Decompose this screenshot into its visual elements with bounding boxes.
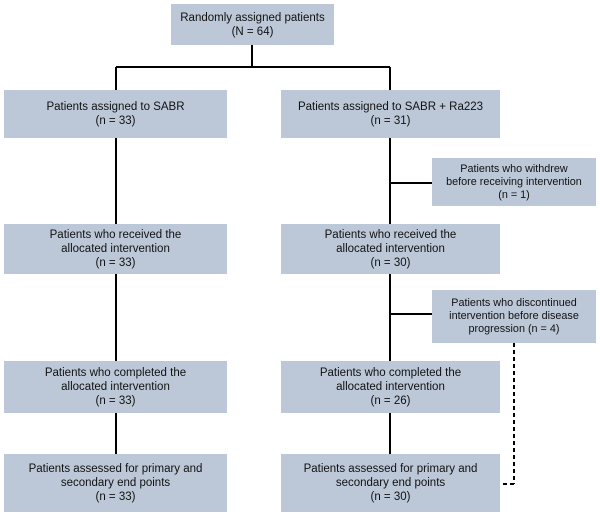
sabr-ra223-completed-label-1: Patients who completed the <box>319 367 462 379</box>
sabr-ra223-assigned-label: Patients assigned to SABR + Ra223 <box>297 101 484 113</box>
randomized-label: Randomly assigned patients <box>180 11 325 24</box>
withdrew-label-2: before receiving intervention <box>446 175 582 188</box>
sabr-ra223-assessed-box: Patients assessed for primary and second… <box>281 454 500 512</box>
sabr-completed-label-2: allocated intervention <box>61 381 170 393</box>
sabr-assessed-label-2: secondary end points <box>60 477 171 489</box>
discontinued-label-1: Patients who discontinued <box>451 297 577 309</box>
randomized-count: (N = 64) <box>231 25 274 38</box>
sabr-received-label-2: allocated intervention <box>61 243 170 255</box>
sabr-ra223-received-label-2: allocated intervention <box>336 243 445 255</box>
sabr-ra223-assigned-count: (n = 31) <box>370 115 411 127</box>
sabr-ra223-received-label-1: Patients who received the <box>324 229 457 241</box>
sabr-ra223-received-count: (n = 30) <box>370 257 411 269</box>
randomized-box: Randomly assigned patients (N = 64) <box>171 4 334 45</box>
discontinued-box: Patients who discontinued intervention b… <box>432 290 596 343</box>
discontinued-label-3: progression (n = 4) <box>468 323 560 335</box>
sabr-ra223-assessed-label-2: secondary end points <box>335 477 446 489</box>
sabr-completed-box: Patients who completed the allocated int… <box>4 361 227 413</box>
sabr-completed-label-1: Patients who completed the <box>44 367 187 379</box>
withdrew-label-1: Patients who withdrew <box>460 162 568 175</box>
sabr-assessed-box: Patients assessed for primary and second… <box>4 454 227 512</box>
withdrew-count: (n = 1) <box>498 188 530 201</box>
withdrew-box: Patients who withdrew before receiving i… <box>432 158 596 206</box>
sabr-assigned-box: Patients assigned to SABR (n = 33) <box>4 90 227 138</box>
sabr-ra223-assigned-box: Patients assigned to SABR + Ra223 (n = 3… <box>281 90 500 138</box>
sabr-received-count: (n = 33) <box>95 257 136 269</box>
sabr-completed-count: (n = 33) <box>95 395 136 407</box>
discontinued-label-2: intervention before disease <box>449 310 579 322</box>
sabr-ra223-assessed-label-1: Patients assessed for primary and <box>303 463 478 475</box>
sabr-ra223-completed-count: (n = 26) <box>370 395 411 407</box>
sabr-ra223-completed-box: Patients who completed the allocated int… <box>281 361 500 413</box>
sabr-assigned-label: Patients assigned to SABR <box>46 101 185 113</box>
sabr-received-label-1: Patients who received the <box>49 229 182 241</box>
sabr-received-box: Patients who received the allocated inte… <box>4 224 227 274</box>
sabr-ra223-assessed-count: (n = 30) <box>370 491 411 503</box>
sabr-ra223-completed-label-2: allocated intervention <box>336 381 445 393</box>
sabr-assessed-label-1: Patients assessed for primary and <box>28 463 203 475</box>
sabr-assigned-count: (n = 33) <box>95 115 136 127</box>
sabr-assessed-count: (n = 33) <box>95 491 136 503</box>
sabr-ra223-received-box: Patients who received the allocated inte… <box>281 224 500 274</box>
